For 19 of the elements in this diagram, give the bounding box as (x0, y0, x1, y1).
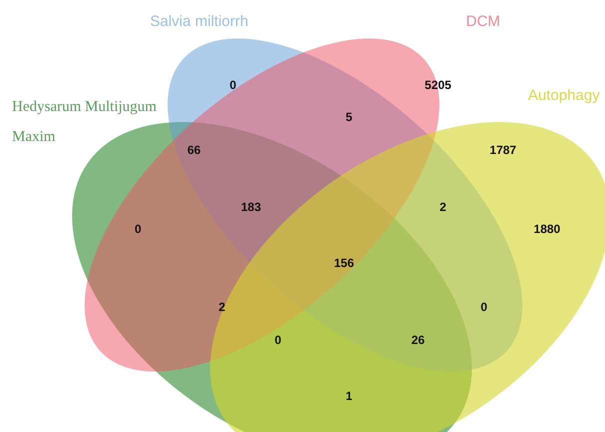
region-count: 26 (411, 333, 425, 347)
region-count: 0 (274, 333, 282, 347)
region-count: 0 (230, 78, 236, 92)
region-count: 2 (218, 300, 226, 314)
region-count: 66 (187, 143, 201, 157)
region-count: 5 (346, 110, 352, 124)
set-label: Salvia miltiorrh (150, 12, 248, 32)
region-count: 0 (480, 300, 488, 314)
region-count: 183 (240, 200, 262, 214)
region-count: 5205 (424, 78, 452, 92)
region-count: 1787 (490, 143, 516, 157)
set-label: Autophagy (528, 86, 600, 106)
region-count: 2 (440, 200, 446, 214)
set-label: DCM (466, 12, 500, 32)
region-count: 0 (134, 222, 142, 236)
set-label: Hedysarum Multijugum Maxim (12, 92, 182, 152)
region-count: 1 (346, 389, 352, 403)
region-count: 156 (334, 256, 354, 270)
region-count: 1880 (534, 222, 560, 236)
